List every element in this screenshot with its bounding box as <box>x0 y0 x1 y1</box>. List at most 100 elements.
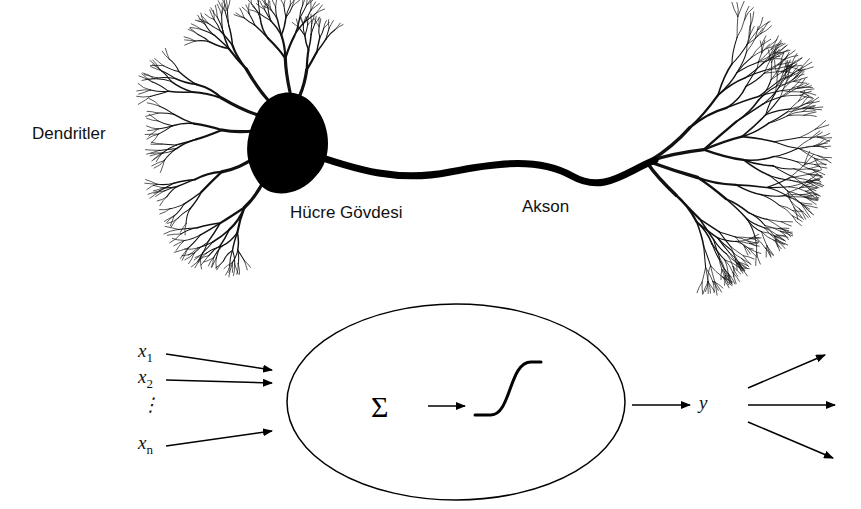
branch <box>270 1 271 10</box>
branch <box>804 115 816 116</box>
branch <box>177 139 197 148</box>
branch <box>745 8 754 20</box>
branch <box>137 96 151 98</box>
branch <box>149 129 158 136</box>
branch <box>234 264 235 275</box>
branch <box>174 241 185 246</box>
part-label: Akson <box>520 197 571 217</box>
branch <box>775 40 781 50</box>
branch <box>188 235 200 248</box>
branch <box>814 139 825 146</box>
branch <box>721 270 722 280</box>
branch <box>310 14 312 23</box>
branch <box>160 197 167 206</box>
branch <box>158 121 173 126</box>
branch <box>785 71 797 79</box>
branch <box>286 6 293 17</box>
branch <box>157 183 174 184</box>
branch <box>773 166 794 177</box>
branch <box>721 262 726 275</box>
branch <box>774 142 799 149</box>
branch <box>312 16 314 24</box>
branch <box>793 84 804 88</box>
input-symbol: ⋮ <box>139 394 162 417</box>
branch <box>227 0 230 11</box>
branch <box>801 89 814 92</box>
neuron-ellipse: Σ <box>285 302 627 502</box>
branch <box>226 265 230 275</box>
branch <box>230 208 245 230</box>
branch <box>744 157 774 161</box>
branch <box>317 39 326 52</box>
branch <box>814 146 827 148</box>
branch <box>760 41 762 53</box>
branch <box>765 248 771 257</box>
branch <box>197 223 220 228</box>
branch <box>718 64 732 96</box>
branch <box>245 0 252 4</box>
branch <box>222 98 258 115</box>
branch <box>165 48 169 59</box>
branch <box>162 144 177 146</box>
branch <box>184 37 195 41</box>
branch <box>154 153 163 160</box>
branch <box>768 112 787 123</box>
branch <box>305 25 308 36</box>
branch <box>796 146 813 149</box>
branch <box>777 50 788 55</box>
branch <box>276 7 278 20</box>
branch <box>158 113 174 114</box>
branch <box>742 137 774 142</box>
branch <box>745 63 763 78</box>
output-symbol: y <box>697 392 709 415</box>
branch <box>706 267 709 281</box>
branch <box>733 267 738 277</box>
branch <box>335 25 343 31</box>
branch <box>708 282 710 294</box>
branch <box>164 216 174 222</box>
branch <box>702 267 706 282</box>
branch <box>326 30 335 39</box>
branch <box>223 251 232 262</box>
branch <box>729 275 735 285</box>
branch <box>757 253 761 264</box>
branch <box>185 41 196 45</box>
branch <box>736 241 749 249</box>
branch <box>759 80 772 100</box>
branch <box>737 57 752 73</box>
branch <box>158 126 173 129</box>
branch <box>784 95 800 97</box>
branch <box>799 209 806 220</box>
branch <box>152 82 168 91</box>
branch <box>780 88 792 98</box>
branch <box>151 67 162 71</box>
branch <box>179 72 197 85</box>
branch <box>737 17 739 38</box>
branch <box>777 63 782 75</box>
branch <box>328 20 330 29</box>
branch <box>747 39 756 53</box>
branch <box>284 5 286 17</box>
branch <box>784 188 800 196</box>
branch <box>176 139 196 145</box>
branch <box>151 152 163 154</box>
branch <box>319 26 320 37</box>
branch <box>801 96 809 106</box>
branch <box>147 134 159 139</box>
branch <box>279 0 284 5</box>
branch <box>804 151 810 165</box>
branch <box>784 196 799 203</box>
branch <box>271 0 275 7</box>
branch <box>162 71 175 79</box>
branch <box>788 106 802 116</box>
branch <box>260 18 268 38</box>
branch <box>697 282 702 293</box>
branch <box>775 78 785 93</box>
branch <box>278 20 282 36</box>
branch <box>300 70 307 95</box>
branch <box>738 1 744 16</box>
branch <box>784 194 800 195</box>
branch <box>781 222 791 226</box>
